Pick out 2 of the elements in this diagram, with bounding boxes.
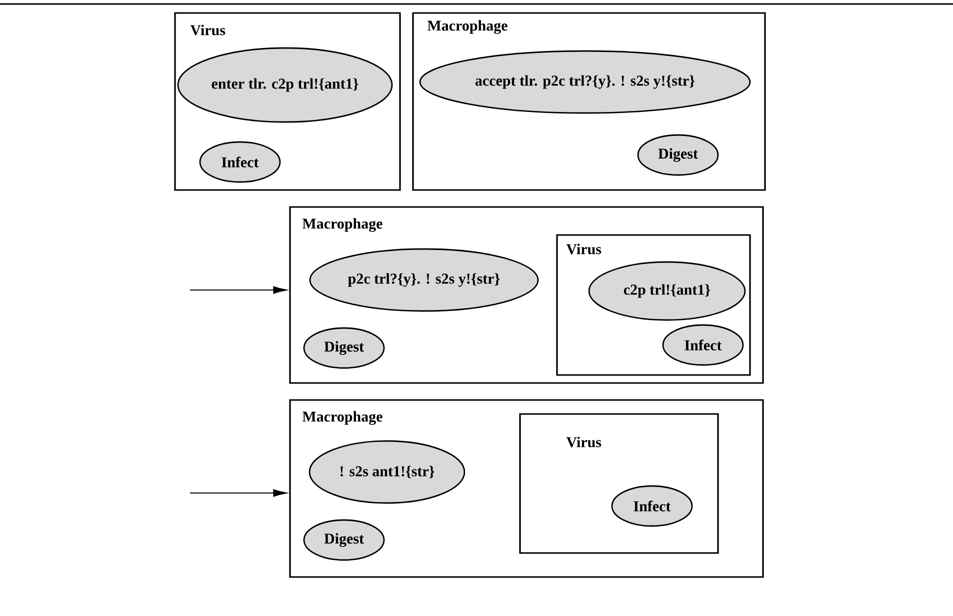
arrow bbox=[190, 489, 287, 497]
arrow bbox=[190, 286, 287, 294]
